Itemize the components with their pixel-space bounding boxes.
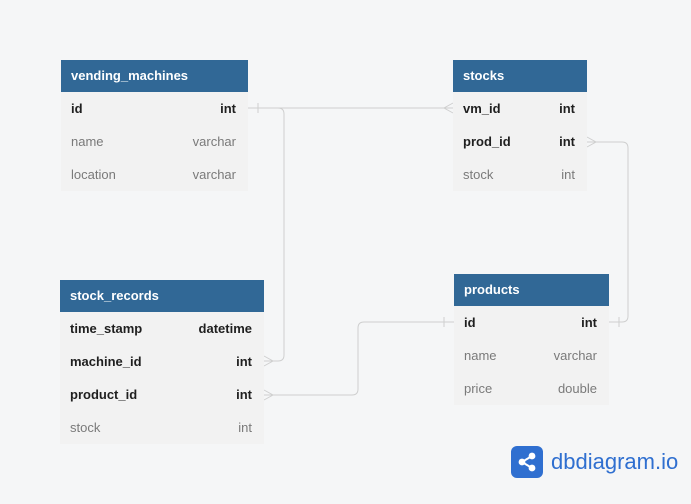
column-name: vm_id — [463, 101, 501, 116]
column-name: stock — [463, 167, 494, 182]
column-row-stock[interactable]: stock int — [453, 158, 587, 191]
table-header[interactable]: stock_records — [60, 280, 264, 312]
column-name: name — [71, 134, 104, 149]
many-marker-icon — [263, 355, 275, 367]
many-marker-icon — [442, 102, 454, 114]
table-stock-records[interactable]: stock_records time_stamp datetime machin… — [60, 280, 264, 444]
dbdiagram-logo[interactable]: dbdiagram.io — [511, 446, 678, 478]
table-header[interactable]: stocks — [453, 60, 587, 92]
column-name: name — [464, 348, 497, 363]
column-type: int — [236, 354, 252, 369]
column-row-location[interactable]: location varchar — [61, 158, 248, 191]
table-vending-machines[interactable]: vending_machines id int name varchar loc… — [61, 60, 248, 191]
column-type: varchar — [553, 348, 597, 363]
column-row-price[interactable]: price double — [454, 372, 609, 405]
column-row-machine-id[interactable]: machine_id int — [60, 345, 264, 378]
column-type: double — [557, 381, 597, 396]
column-type: int — [559, 134, 575, 149]
column-row-product-id[interactable]: product_id int — [60, 378, 264, 411]
column-name: machine_id — [70, 354, 142, 369]
column-type: int — [581, 315, 597, 330]
table-header[interactable]: products — [454, 274, 609, 306]
column-row-prod-id[interactable]: prod_id int — [453, 125, 587, 158]
column-name: id — [71, 101, 83, 116]
share-nodes-icon — [511, 446, 543, 478]
column-name: stock — [70, 420, 101, 435]
column-type: int — [561, 167, 575, 182]
many-marker-icon — [586, 136, 598, 148]
column-type: int — [238, 420, 252, 435]
column-row-vm-id[interactable]: vm_id int — [453, 92, 587, 125]
column-row-id[interactable]: id int — [454, 306, 609, 339]
logo-text: dbdiagram.io — [551, 449, 679, 474]
column-row-time-stamp[interactable]: time_stamp datetime — [60, 312, 264, 345]
column-type: varchar — [192, 134, 236, 149]
column-type: int — [220, 101, 236, 116]
column-name: price — [464, 381, 493, 396]
table-products[interactable]: products id int name varchar price doubl… — [454, 274, 609, 405]
column-type: datetime — [198, 321, 252, 336]
edge-products-id-to-records-product-id — [264, 321, 454, 396]
table-stocks[interactable]: stocks vm_id int prod_id int stock int — [453, 60, 587, 191]
column-row-name[interactable]: name varchar — [61, 125, 248, 158]
column-row-id[interactable]: id int — [61, 92, 248, 125]
many-marker-icon — [263, 389, 275, 401]
column-type: varchar — [192, 167, 236, 182]
column-type: int — [236, 387, 252, 402]
share-nodes-glyph — [518, 452, 536, 472]
column-name: product_id — [70, 387, 138, 402]
table-header[interactable]: vending_machines — [61, 60, 248, 92]
column-name: time_stamp — [70, 321, 143, 336]
column-name: id — [464, 315, 476, 330]
column-name: prod_id — [463, 134, 511, 149]
column-row-stock[interactable]: stock int — [60, 411, 264, 444]
column-row-name[interactable]: name varchar — [454, 339, 609, 372]
column-type: int — [559, 101, 575, 116]
column-name: location — [71, 167, 116, 182]
